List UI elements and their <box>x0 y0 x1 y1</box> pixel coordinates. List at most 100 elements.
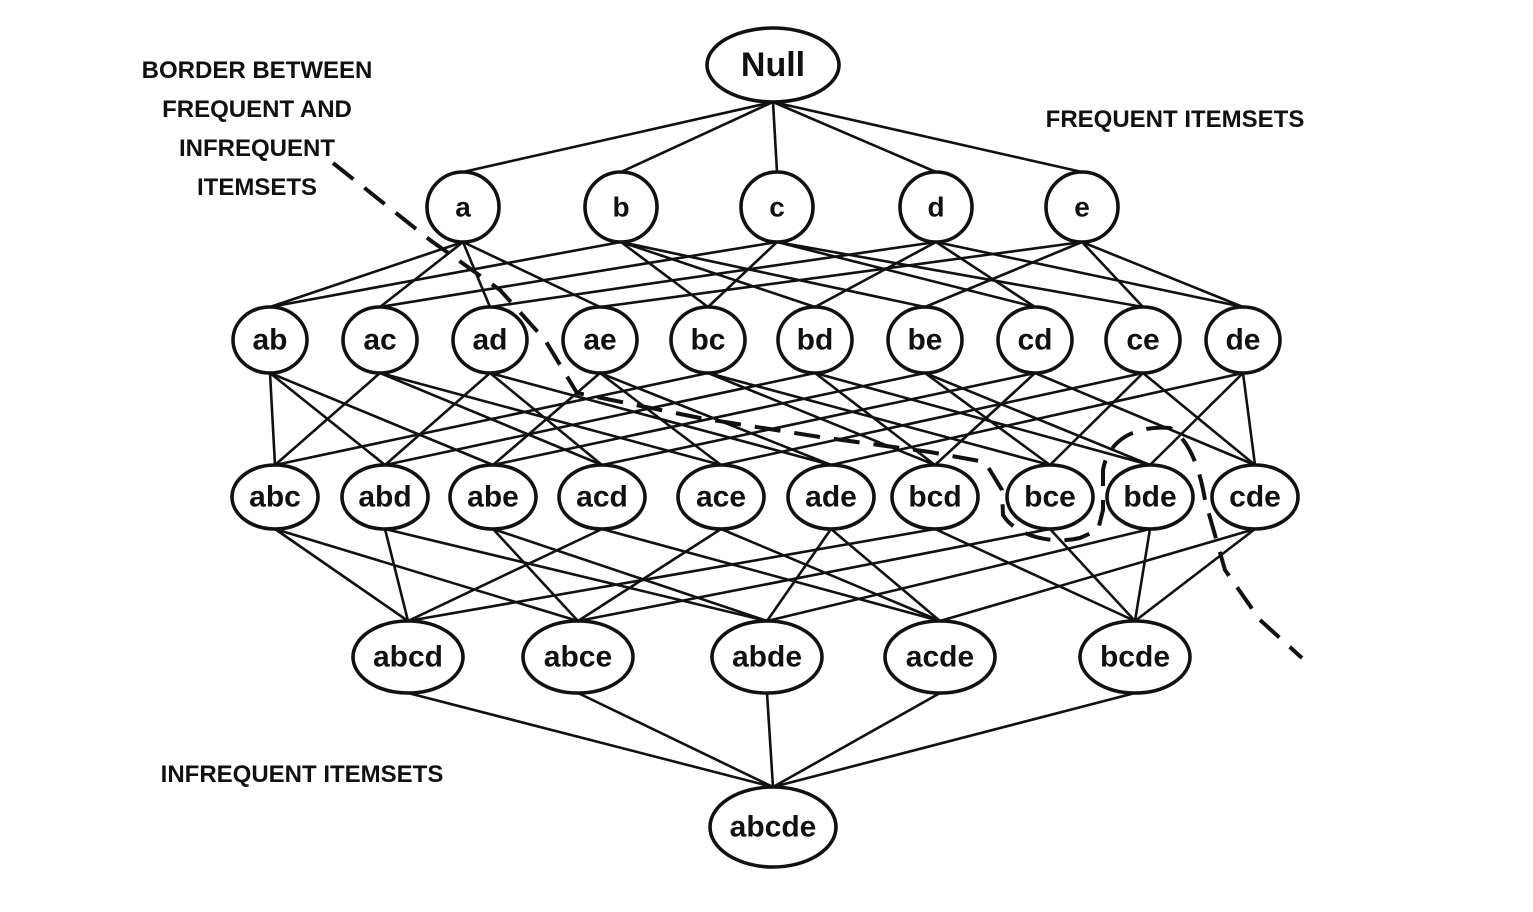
edge-de-cde <box>1241 372 1257 466</box>
edge-c-cd <box>776 240 1036 309</box>
itemset-label: de <box>1225 324 1260 357</box>
itemset-ellipse <box>708 785 838 869</box>
itemset-node-abce: abce <box>521 619 635 695</box>
itemset-node-bcde: bcde <box>1078 619 1192 695</box>
itemset-label: bcd <box>908 481 961 514</box>
itemset-label: a <box>455 192 471 223</box>
itemset-ellipse <box>883 619 997 695</box>
itemset-node-cd: cd <box>996 305 1074 375</box>
itemset-ellipse <box>786 463 876 531</box>
itemset-ellipse <box>1105 463 1195 531</box>
edge-a-ae <box>462 240 601 309</box>
itemset-ellipse <box>341 305 419 375</box>
itemset-ellipse <box>451 305 529 375</box>
frequent-itemsets-label: FREQUENT ITEMSETS <box>1045 106 1305 133</box>
itemset-node-ace: ace <box>676 463 766 531</box>
edge-de-bde <box>1149 372 1244 466</box>
edge-d-bd <box>814 240 937 309</box>
edge-e-ce <box>1081 241 1144 308</box>
edge-acd-abcd <box>407 527 603 623</box>
edge-ac-ace <box>379 371 722 467</box>
edge-d-cd <box>935 240 1036 309</box>
edge-b-be <box>620 240 926 309</box>
edge-b-ab <box>269 240 622 309</box>
itemset-ellipse <box>425 170 501 244</box>
itemset-node-e: e <box>1044 170 1120 244</box>
itemset-node-acde: acde <box>883 619 997 695</box>
edge-ab-abe <box>269 371 494 467</box>
edge-be-bce <box>924 371 1051 467</box>
itemset-label: b <box>612 192 629 223</box>
edge-acd-acde <box>601 527 941 623</box>
lattice-edges <box>268 100 1257 789</box>
edge-ce-cde <box>1142 371 1256 467</box>
itemset-node-ae: ae <box>561 305 639 375</box>
itemset-node-a: a <box>425 170 501 244</box>
itemset-ellipse <box>1104 305 1182 375</box>
edge-null-c <box>771 101 779 173</box>
itemset-label: abcd <box>373 641 443 674</box>
itemset-node-ac: ac <box>341 305 419 375</box>
edge-bde-bcde <box>1133 528 1152 622</box>
border-annotation: BORDER BETWEEN FREQUENT AND INFREQUENT I… <box>92 51 422 207</box>
edge-abc-abcd <box>274 527 409 623</box>
edge-d-de <box>935 240 1244 309</box>
edge-ace-acde <box>720 527 941 623</box>
edge-a-ac <box>379 240 464 309</box>
itemset-node-bde: bde <box>1105 463 1195 531</box>
itemset-label: d <box>927 192 944 223</box>
itemset-node-ad: ad <box>451 305 529 375</box>
itemset-label: acde <box>906 641 974 674</box>
itemset-label: cd <box>1017 324 1052 357</box>
edge-ac-abc <box>274 372 381 466</box>
edge-abd-abcd <box>383 528 410 622</box>
edge-bcd-bcde <box>934 527 1136 623</box>
edge-bcde-abcde <box>772 691 1136 789</box>
border-annotation-line-2: FREQUENT AND <box>162 96 352 123</box>
edge-bce-abce <box>577 527 1051 623</box>
edge-be-abe <box>492 371 926 467</box>
itemset-label: abcde <box>730 811 817 844</box>
edge-e-ae <box>599 240 1083 309</box>
edge-null-d <box>772 100 937 174</box>
edge-ae-ace <box>599 371 722 467</box>
edge-abd-abde <box>384 527 768 623</box>
itemset-ellipse <box>1044 170 1120 244</box>
itemset-ellipse <box>448 463 538 531</box>
itemset-ellipse <box>230 463 320 531</box>
edge-a-ab <box>269 240 464 309</box>
itemset-label: abe <box>467 481 519 514</box>
itemset-label: bd <box>797 324 834 357</box>
itemset-node-b: b <box>583 170 659 244</box>
itemset-label: abce <box>544 641 612 674</box>
itemset-ellipse <box>996 305 1074 375</box>
itemset-label: be <box>907 324 942 357</box>
edge-de-ade <box>830 371 1244 467</box>
edge-c-ce <box>776 240 1144 309</box>
edge-ab-abc <box>268 372 277 466</box>
edge-abe-abce <box>492 528 579 622</box>
itemset-node-abde: abde <box>710 619 824 695</box>
itemset-node-abcd: abcd <box>351 619 465 695</box>
itemset-label: c <box>769 192 785 223</box>
itemset-node-bd: bd <box>776 305 854 375</box>
itemset-ellipse <box>231 305 309 375</box>
itemset-ellipse <box>898 170 974 244</box>
edge-ace-abce <box>577 527 722 623</box>
itemset-node-cde: cde <box>1210 463 1300 531</box>
itemset-label: e <box>1074 192 1090 223</box>
edge-bcd-abcd <box>407 527 936 623</box>
edge-ad-abd <box>384 372 491 466</box>
itemset-ellipse <box>340 463 430 531</box>
itemset-node-abe: abe <box>448 463 538 531</box>
edge-e-de <box>1081 240 1244 309</box>
edge-bce-bcde <box>1049 528 1136 622</box>
itemset-ellipse <box>890 463 980 531</box>
edge-bd-bde <box>814 371 1151 467</box>
edge-acde-abcde <box>772 691 941 789</box>
edge-e-be <box>924 240 1083 309</box>
itemset-ellipse <box>1204 305 1282 375</box>
edge-c-bc <box>707 241 778 308</box>
itemset-ellipse <box>1078 619 1192 695</box>
